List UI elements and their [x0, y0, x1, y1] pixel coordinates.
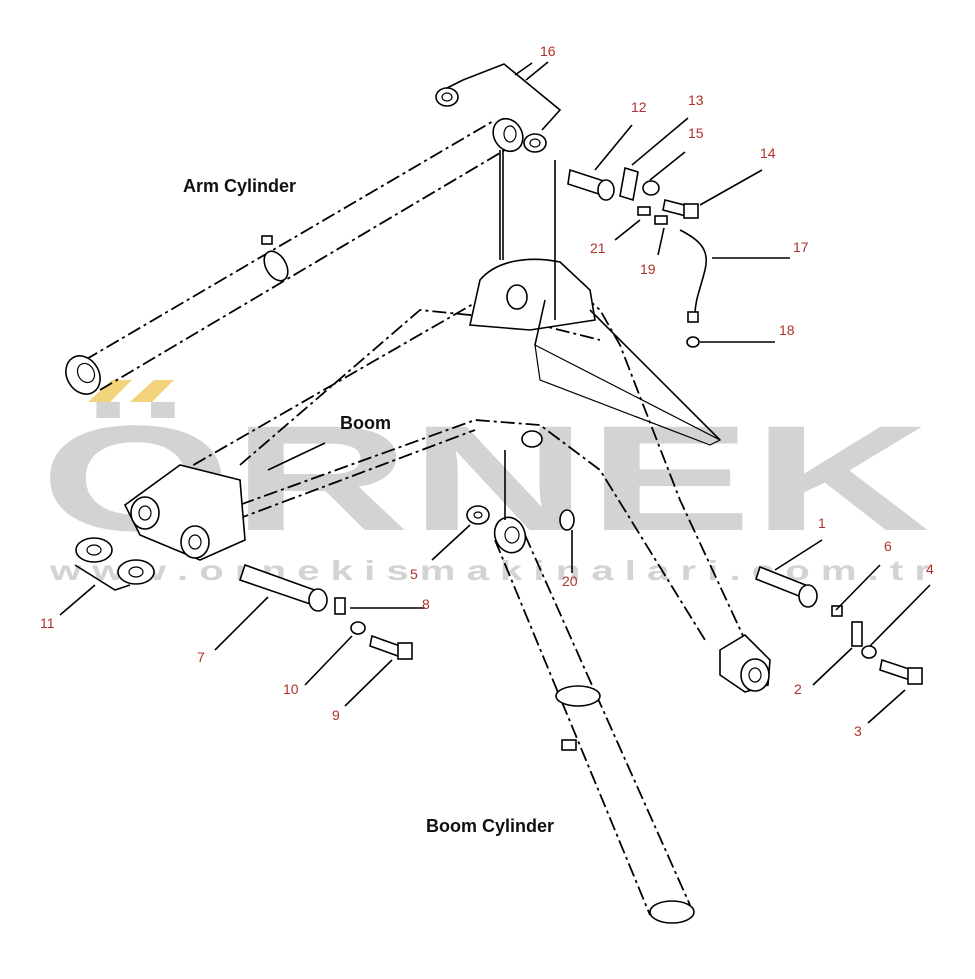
callout-6: 6 — [884, 538, 892, 554]
leader-lines — [59, 61, 931, 724]
callout-7: 7 — [197, 649, 205, 665]
callout-5: 5 — [410, 566, 418, 582]
callout-13: 13 — [688, 92, 704, 108]
callout-17: 17 — [793, 239, 809, 255]
callout-9: 9 — [332, 707, 340, 723]
boom-label: Boom — [340, 413, 391, 433]
callout-20: 20 — [562, 573, 578, 589]
callout-1: 1 — [818, 515, 826, 531]
arm-cylinder-drawing — [65, 62, 562, 395]
callout-21: 21 — [590, 240, 606, 256]
callout-14: 14 — [760, 145, 776, 161]
callout-2: 2 — [794, 681, 802, 697]
boom-cylinder-drawing — [493, 450, 695, 924]
callout-12: 12 — [631, 99, 647, 115]
boom-drawing — [123, 160, 771, 693]
callout-18: 18 — [779, 322, 795, 338]
boom-cylinder-label: Boom Cylinder — [426, 816, 554, 836]
callout-8: 8 — [422, 596, 430, 612]
callout-15: 15 — [688, 125, 704, 141]
watermark-accent-right — [130, 380, 174, 402]
callout-10: 10 — [283, 681, 299, 697]
callout-3: 3 — [854, 723, 862, 739]
arm-cylinder-label: Arm Cylinder — [183, 176, 296, 196]
hardware-drawing — [74, 166, 923, 685]
watermark-accent-left — [88, 380, 132, 402]
callout-16: 16 — [540, 43, 556, 59]
callout-19: 19 — [640, 261, 656, 277]
callout-11: 11 — [40, 615, 55, 631]
callout-4: 4 — [926, 561, 934, 577]
